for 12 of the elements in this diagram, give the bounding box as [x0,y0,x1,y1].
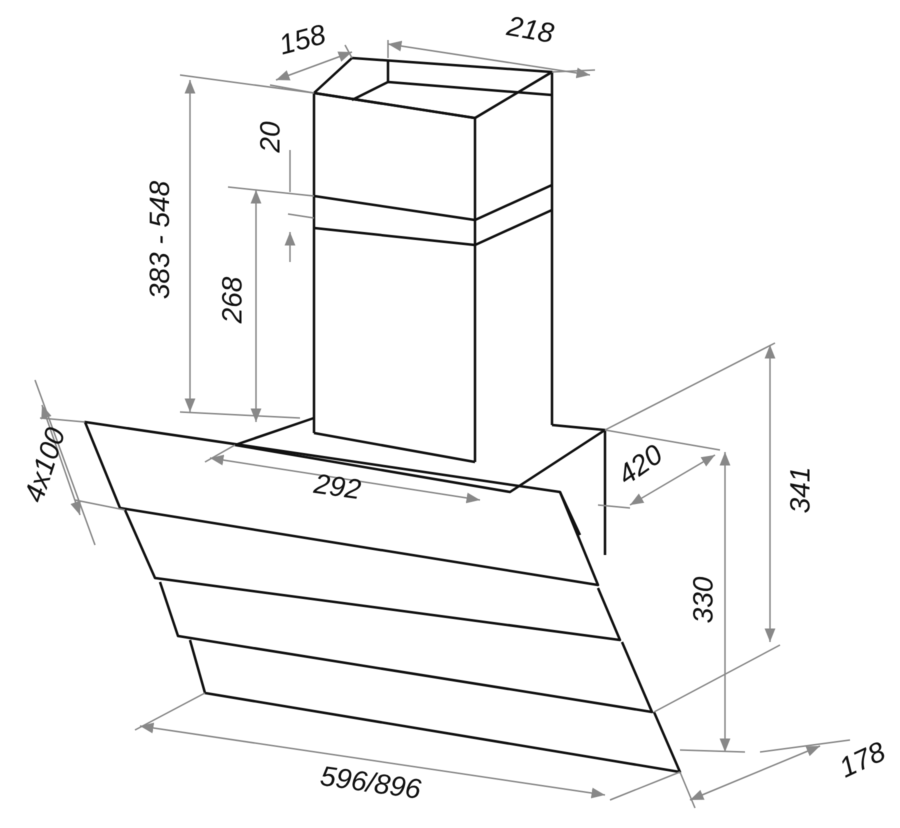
dimension-label: 178 [834,737,889,783]
dimension-label: 420 [612,440,668,490]
dimension-label: 158 [276,20,328,60]
dimension-label: 292 [312,470,362,504]
dimension-label: 268 [218,276,246,324]
dimension-label: 20 [256,121,284,153]
dimension-label: 341 [786,466,814,514]
dimension-label: 330 [688,576,717,624]
dimension-label: 383 - 548 [146,180,174,300]
dimension-label: 4x100 [20,424,70,506]
dimension-label: 596/896 [318,762,422,804]
dimension-label: 218 [504,12,556,48]
